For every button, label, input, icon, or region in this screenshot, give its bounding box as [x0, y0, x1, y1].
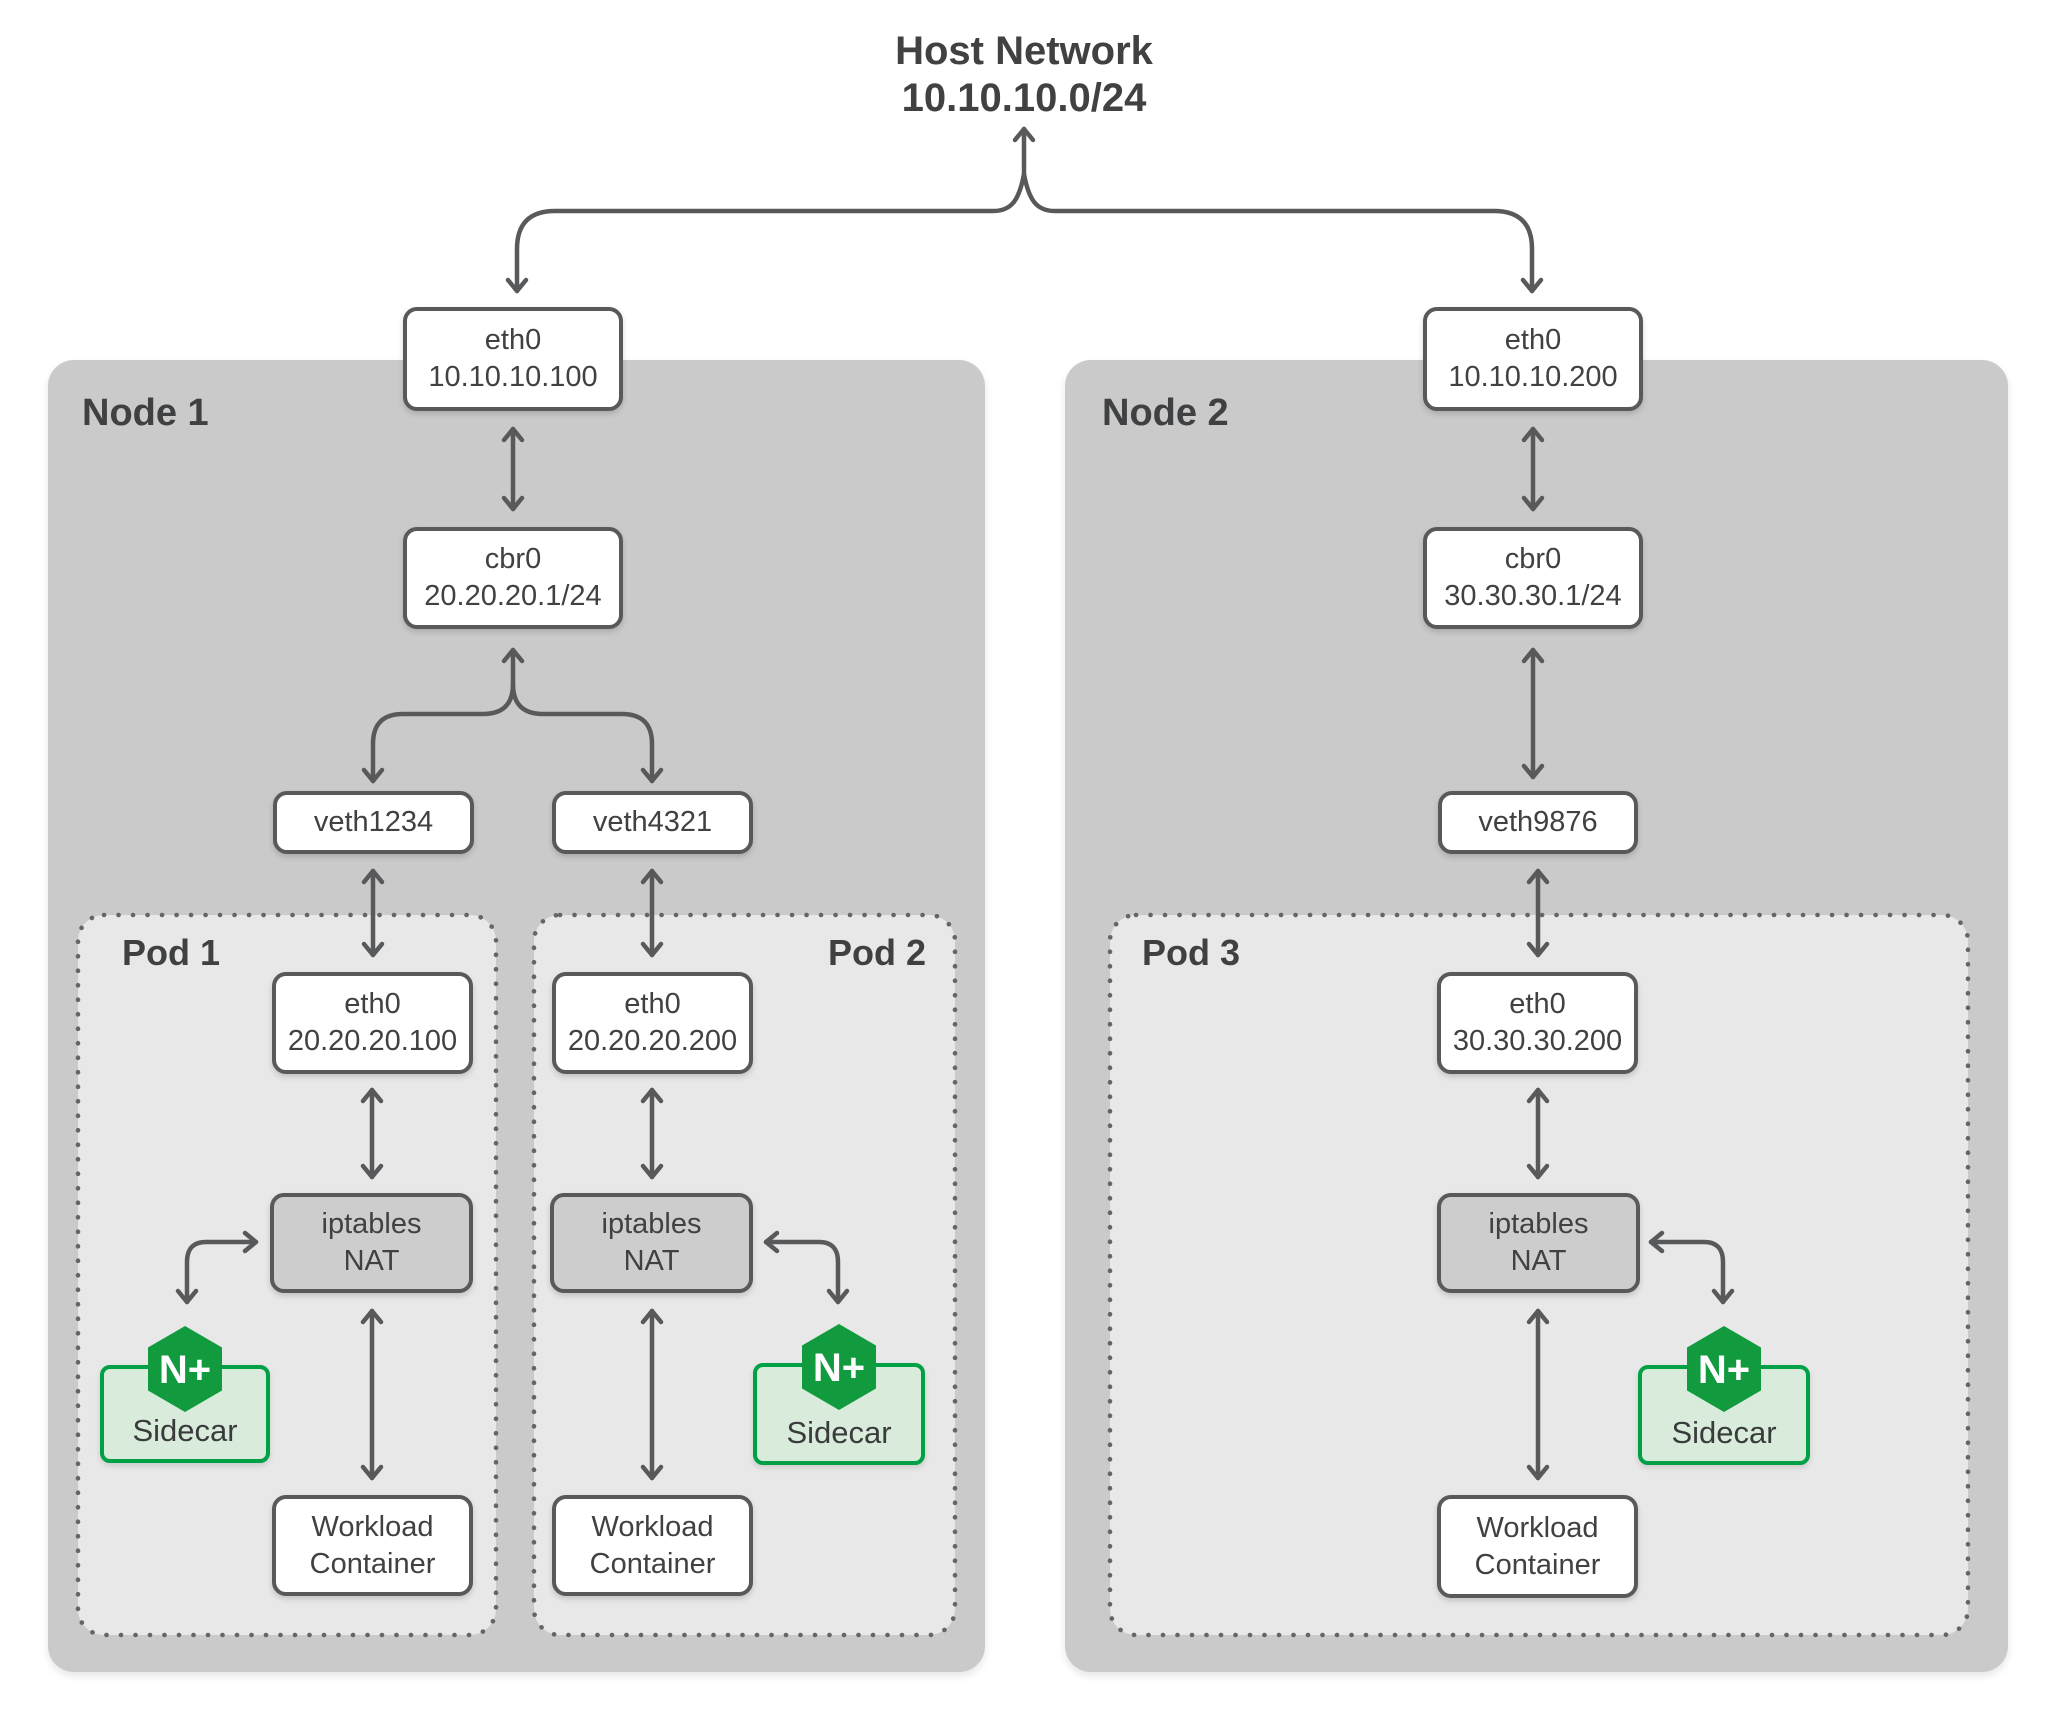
node2-cbr0-box: cbr0 30.30.30.1/24 — [1423, 527, 1643, 629]
pod1-workload-line2: Container — [309, 1547, 436, 1580]
node1-eth0-ip: 10.10.10.100 — [428, 361, 598, 393]
node2-eth0-ip: 10.10.10.200 — [1448, 361, 1618, 393]
cbr0-to-veth1234-connector — [361, 647, 525, 784]
veth1234-label: veth1234 — [313, 806, 434, 838]
node1-cbr0-box: cbr0 20.20.20.1/24 — [403, 527, 623, 629]
pod-2-label: Pod 2 — [828, 932, 927, 973]
nginx-plus-icon: N+ — [802, 1324, 876, 1410]
node-2-label: Node 2 — [1102, 392, 1229, 434]
pod2-nat-line1: iptables — [601, 1208, 702, 1240]
node2-eth0-name: eth0 — [1504, 324, 1562, 356]
pod2-nat-sidecar-arrow — [763, 1230, 850, 1305]
node2-cbr0-ip: 30.30.30.1/24 — [1444, 580, 1622, 612]
host-network-title-line1: Host Network — [895, 29, 1153, 73]
veth1234-box: veth1234 — [273, 791, 474, 854]
arrows — [175, 126, 1735, 1481]
node1-eth0-name: eth0 — [484, 324, 542, 356]
pod1-eth0-name: eth0 — [344, 988, 401, 1020]
pod3-iptables-nat-box: iptables NAT — [1437, 1193, 1640, 1293]
veth9876-label: veth9876 — [1478, 806, 1598, 838]
pod3-workload-box: Workload Container — [1437, 1495, 1638, 1598]
pod1-nat-line2: NAT — [343, 1245, 400, 1277]
pod-3-label: Pod 3 — [1142, 932, 1241, 973]
pod2-workload-box: Workload Container — [552, 1495, 753, 1596]
nginx-plus-icon: N+ — [148, 1326, 222, 1412]
pod3-eth0-box: eth0 30.30.30.200 — [1437, 972, 1638, 1074]
pod1-nat-line1: iptables — [321, 1208, 422, 1240]
pod1-sidecar-label: Sidecar — [132, 1413, 238, 1448]
pod1-nat-sidecar-arrow — [175, 1230, 259, 1305]
veth9876-box: veth9876 — [1438, 791, 1638, 854]
pod2-eth0-box: eth0 20.20.20.200 — [552, 972, 753, 1074]
pod2-workload-line2: Container — [589, 1547, 716, 1580]
pod1-workload-box: Workload Container — [272, 1495, 473, 1596]
pod3-workload-line1: Workload — [1476, 1511, 1599, 1544]
node1-cbr0-ip: 20.20.20.1/24 — [424, 580, 602, 612]
pod1-eth0-box: eth0 20.20.20.100 — [272, 972, 473, 1074]
pod3-eth0-ip: 30.30.30.200 — [1452, 1025, 1623, 1057]
veth4321-label: veth4321 — [592, 806, 713, 838]
nginx-plus-badge-text: N+ — [1698, 1348, 1750, 1392]
pod3-workload-line2: Container — [1474, 1548, 1601, 1581]
pod1-sidecar-box: N+ Sidecar — [100, 1326, 270, 1463]
pod2-eth0-name: eth0 — [624, 988, 681, 1020]
pod3-sidecar-label: Sidecar — [1671, 1415, 1777, 1450]
pod2-sidecar-label: Sidecar — [786, 1415, 892, 1450]
pod2-sidecar-box: N+ Sidecar — [753, 1324, 925, 1465]
nginx-plus-icon: N+ — [1687, 1326, 1761, 1412]
pod3-eth0-name: eth0 — [1509, 988, 1566, 1020]
pod1-workload-line1: Workload — [311, 1510, 434, 1543]
pod3-nat-line1: iptables — [1488, 1208, 1589, 1240]
host-to-nodes-connector — [505, 173, 1544, 294]
veth4321-box: veth4321 — [552, 791, 753, 854]
host-network-title: Host Network 10.10.10.0/24 — [0, 28, 2048, 122]
node2-eth0-box: eth0 10.10.10.200 — [1423, 307, 1643, 411]
pod3-sidecar-box: N+ Sidecar — [1638, 1326, 1810, 1465]
pod3-nat-sidecar-arrow — [1648, 1230, 1735, 1305]
node1-cbr0-name: cbr0 — [484, 543, 542, 575]
pod3-nat-line2: NAT — [1510, 1245, 1567, 1277]
pod2-nat-line2: NAT — [623, 1245, 680, 1277]
host-network-subnet: 10.10.10.0/24 — [901, 76, 1147, 120]
nginx-plus-badge-text: N+ — [159, 1348, 211, 1392]
pod1-eth0-ip: 20.20.20.100 — [287, 1025, 458, 1057]
nginx-plus-badge-text: N+ — [813, 1346, 865, 1390]
pod2-iptables-nat-box: iptables NAT — [550, 1193, 753, 1293]
cbr0-to-veth4321-connector — [510, 681, 664, 784]
node1-eth0-box: eth0 10.10.10.100 — [403, 307, 623, 411]
node-1-label: Node 1 — [82, 392, 209, 434]
pod1-iptables-nat-box: iptables NAT — [270, 1193, 473, 1293]
node2-cbr0-name: cbr0 — [1504, 543, 1562, 575]
pod-1-label: Pod 1 — [122, 932, 221, 973]
pod2-workload-line1: Workload — [591, 1510, 714, 1543]
pod2-eth0-ip: 20.20.20.200 — [567, 1025, 738, 1057]
